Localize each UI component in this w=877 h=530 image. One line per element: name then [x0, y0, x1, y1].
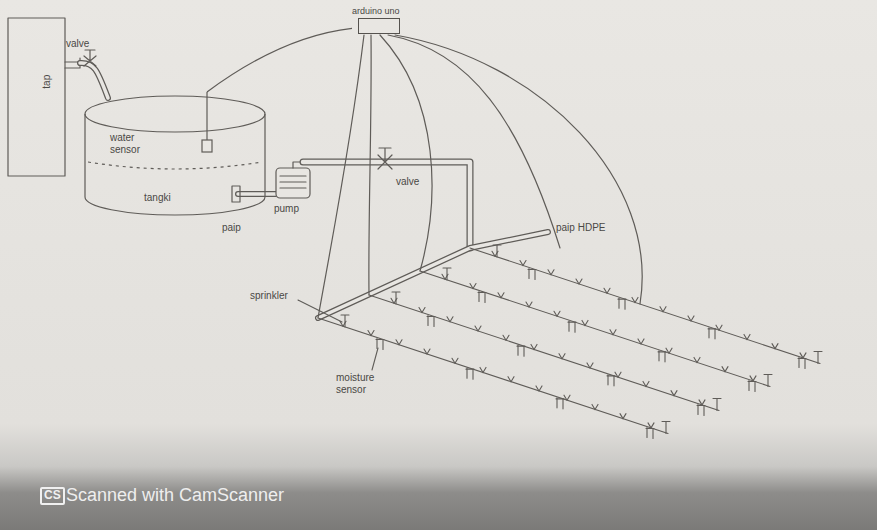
part-label: valve	[66, 38, 89, 50]
pump-body	[276, 168, 310, 198]
main-pipe-inner	[303, 162, 470, 248]
wire	[318, 35, 364, 318]
part-label: moisture sensor	[336, 372, 392, 395]
part-label: tap	[41, 75, 53, 89]
watermark-logo: CS	[40, 487, 65, 505]
valve-symbol	[84, 50, 96, 66]
outlet-pipe-inner	[238, 192, 276, 196]
sprinkler-riser	[493, 245, 501, 257]
moisture-sensor	[618, 298, 626, 309]
sprinkler-riser	[341, 315, 349, 327]
tank-shape	[85, 92, 265, 215]
plant-mark	[442, 274, 756, 381]
part-label: paip	[222, 222, 241, 234]
watermark: Scanned with CamScanner	[66, 485, 284, 506]
tank-outline	[82, 92, 268, 220]
inlet-pipe	[80, 63, 108, 98]
moisture-sensor	[466, 368, 474, 379]
pump-detail	[280, 162, 306, 188]
water-sensor-probe	[202, 140, 212, 152]
moisture-sensor	[528, 268, 536, 279]
sprinkler-riser	[662, 422, 670, 434]
sprinkler-riser	[392, 292, 400, 304]
lateral-pipe	[470, 248, 820, 364]
valve-symbol	[378, 148, 392, 169]
sprinkler-riser	[764, 375, 772, 387]
moisture-sensor	[517, 345, 525, 356]
outlet-fitting	[232, 186, 240, 202]
sprinkler-riser	[443, 268, 451, 280]
inlet-pipe-inner	[80, 63, 108, 98]
plant-mark	[340, 321, 654, 428]
tank-sides	[85, 114, 265, 215]
sensor-wire	[206, 92, 207, 140]
water-level	[88, 162, 262, 169]
water-tank: water sensor tangki	[82, 92, 268, 220]
moisture-sensor	[427, 315, 435, 326]
plant-mark	[391, 298, 705, 405]
moisture-sensor	[568, 321, 576, 332]
moisture-sensor	[748, 381, 756, 392]
controller-board: arduino uno	[352, 6, 400, 34]
main-pipe	[303, 162, 470, 248]
lateral-pipe	[318, 318, 668, 434]
tank-label: water sensor	[110, 132, 160, 155]
moisture-sensor	[376, 338, 384, 349]
moisture-sensor	[556, 398, 564, 409]
board-outline	[358, 18, 400, 34]
sprinkler-riser	[814, 352, 822, 364]
moisture-sensor	[478, 291, 486, 302]
moisture-sensor	[658, 351, 666, 362]
moisture-sensor	[708, 328, 716, 339]
tank-name: tangki	[144, 192, 171, 204]
leader-line	[298, 300, 342, 322]
field-laterals	[298, 245, 822, 439]
wire-connector	[207, 28, 352, 92]
wall	[8, 18, 65, 176]
board-label: arduino uno	[352, 6, 400, 16]
sprinkler-riser	[713, 399, 721, 411]
wire	[388, 35, 560, 248]
plant-mark	[492, 251, 806, 358]
part-label: paip HDPE	[556, 222, 605, 234]
moisture-sensor	[646, 428, 654, 439]
lateral-pipe	[369, 295, 719, 411]
moisture-sensor	[798, 358, 806, 369]
leader-line	[372, 348, 378, 370]
outlet-pipe	[238, 191, 276, 197]
wire	[380, 35, 432, 271]
part-label: sprinkler	[250, 290, 288, 302]
moisture-sensor	[697, 405, 705, 416]
part-label: pump	[274, 203, 299, 215]
wire	[369, 35, 371, 295]
moisture-sensor	[607, 375, 615, 386]
tank-top	[85, 96, 265, 132]
part-label: valve	[396, 176, 419, 188]
